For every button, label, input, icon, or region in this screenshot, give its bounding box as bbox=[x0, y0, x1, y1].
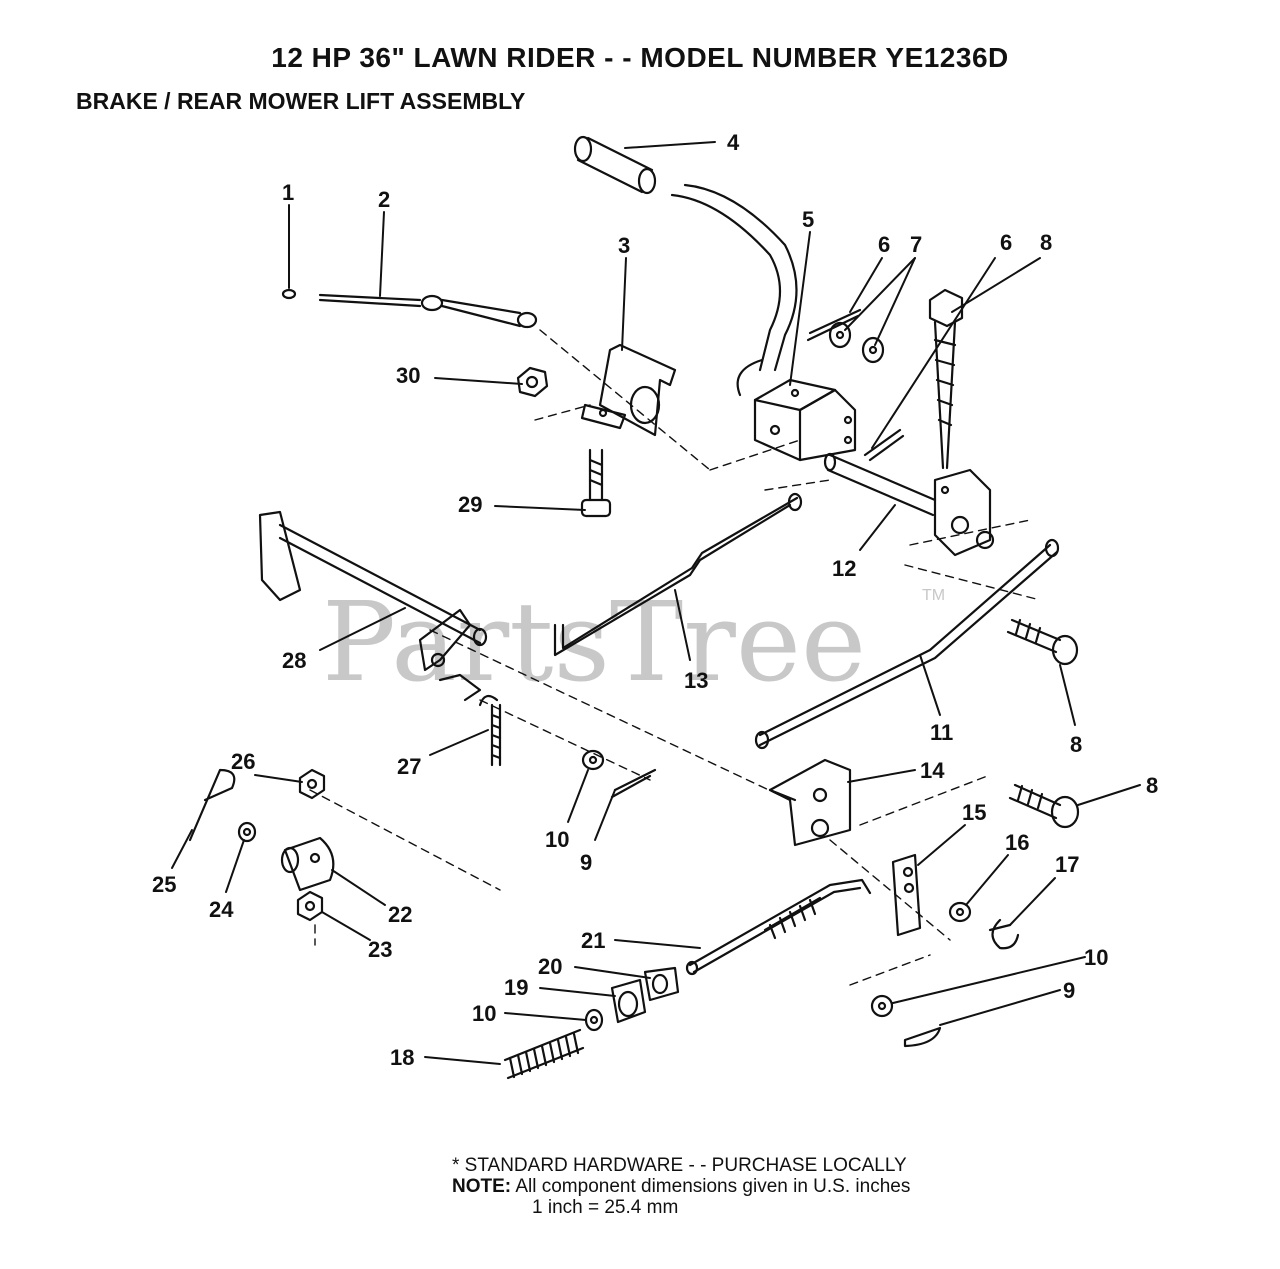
callout-8a: 8 bbox=[1040, 230, 1052, 255]
callout-29: 29 bbox=[458, 492, 482, 517]
part-15-plate bbox=[891, 853, 922, 937]
callout-8b: 8 bbox=[1070, 732, 1082, 757]
callout-16: 16 bbox=[1005, 830, 1029, 855]
callout-2: 2 bbox=[378, 187, 390, 212]
callout-19: 19 bbox=[504, 975, 528, 1000]
part-13-lift-rod bbox=[553, 492, 803, 657]
part-10-washer-right bbox=[870, 994, 894, 1018]
part-27-eye-bolt bbox=[438, 673, 502, 767]
callout-11: 11 bbox=[930, 720, 953, 745]
callout-24: 24 bbox=[209, 897, 234, 922]
standard-hardware-note: * STANDARD HARDWARE - - PURCHASE LOCALLY bbox=[452, 1155, 907, 1176]
conversion-note: 1 inch = 25.4 mm bbox=[532, 1197, 679, 1218]
callout-20: 20 bbox=[538, 954, 562, 979]
callout-22: 22 bbox=[388, 902, 412, 927]
part-7-washers bbox=[828, 321, 885, 364]
callout-10b: 10 bbox=[1084, 945, 1108, 970]
part-8-bolt-upper bbox=[928, 288, 964, 470]
callout-21: 21 bbox=[581, 928, 605, 953]
callout-28: 28 bbox=[282, 648, 306, 673]
part-18-spring bbox=[503, 1028, 585, 1080]
callout-9a: 9 bbox=[580, 850, 592, 875]
part-28-cross-shaft bbox=[258, 510, 488, 672]
part-17-clip bbox=[988, 918, 1020, 950]
part-23-nut bbox=[296, 890, 324, 922]
callout-14: 14 bbox=[920, 758, 945, 783]
part-5-lift-lever bbox=[670, 183, 857, 462]
callout-labels: 1 2 3 4 5 6 7 6 8 30 29 12 28 13 11 8 27… bbox=[152, 130, 1158, 1070]
callout-6b: 6 bbox=[1000, 230, 1012, 255]
part-14-bracket bbox=[768, 758, 852, 847]
part-11-lift-rod bbox=[754, 538, 1060, 750]
callout-12: 12 bbox=[832, 556, 856, 581]
part-21-brake-rod bbox=[685, 878, 872, 976]
part-8-bolt-lower bbox=[1008, 783, 1080, 829]
part-25-hairpin bbox=[188, 768, 236, 842]
callout-15: 15 bbox=[962, 800, 986, 825]
note-text: All component dimensions given in U.S. i… bbox=[515, 1176, 911, 1197]
part-26-nut bbox=[298, 768, 326, 800]
callout-30: 30 bbox=[396, 363, 420, 388]
part-29-bolt bbox=[580, 448, 612, 518]
callout-17: 17 bbox=[1055, 852, 1079, 877]
callout-10a: 10 bbox=[545, 827, 569, 852]
part-8-bolt-middle bbox=[1006, 618, 1079, 666]
callout-7: 7 bbox=[910, 232, 922, 257]
dimension-note: NOTE: All component dimensions given in … bbox=[452, 1176, 910, 1197]
callout-13: 13 bbox=[684, 668, 708, 693]
callout-23: 23 bbox=[368, 937, 392, 962]
part-9-cotter-pin-mid bbox=[610, 768, 657, 799]
part-19-spacer bbox=[610, 978, 647, 1024]
part-30-nut bbox=[516, 366, 549, 398]
part-4-grip bbox=[573, 135, 657, 195]
callout-1: 1 bbox=[282, 180, 294, 205]
note-label: NOTE: bbox=[452, 1176, 512, 1197]
part-24-washer bbox=[237, 821, 257, 843]
page-title: 12 HP 36" LAWN RIDER - - MODEL NUMBER YE… bbox=[271, 42, 1009, 73]
watermark-tm: TM bbox=[922, 587, 945, 604]
part-9-cotter-pin-right bbox=[903, 1026, 942, 1048]
part-10-washer-mid bbox=[581, 749, 605, 771]
callout-4: 4 bbox=[727, 130, 740, 155]
callout-8c: 8 bbox=[1146, 773, 1158, 798]
callout-18: 18 bbox=[390, 1045, 414, 1070]
part-22-trunnion bbox=[280, 836, 335, 892]
callout-6a: 6 bbox=[878, 232, 890, 257]
part-2-brake-rod bbox=[318, 293, 538, 329]
callout-26: 26 bbox=[231, 749, 255, 774]
part-16-washer bbox=[948, 901, 972, 923]
leader-lines bbox=[171, 141, 1141, 1065]
callout-27: 27 bbox=[397, 754, 421, 779]
callout-10c: 10 bbox=[472, 1001, 496, 1026]
footer-notes: * STANDARD HARDWARE - - PURCHASE LOCALLY… bbox=[452, 1155, 910, 1218]
assembly-lines bbox=[309, 329, 1041, 986]
callout-3: 3 bbox=[618, 233, 630, 258]
part-20-nut bbox=[643, 966, 680, 1002]
parts-drawing bbox=[171, 135, 1141, 1080]
watermark-text: PartsTree bbox=[322, 578, 866, 706]
part-1-washer bbox=[281, 288, 297, 300]
part-12-shaft bbox=[823, 452, 995, 557]
part-3-bracket bbox=[580, 343, 677, 437]
callout-25: 25 bbox=[152, 872, 176, 897]
callout-9b: 9 bbox=[1063, 978, 1075, 1003]
assembly-subtitle: BRAKE / REAR MOWER LIFT ASSEMBLY bbox=[76, 88, 526, 114]
callout-5: 5 bbox=[802, 207, 814, 232]
part-6-cotter-pin-lower bbox=[863, 428, 905, 462]
part-10-washer-lower bbox=[584, 1008, 604, 1032]
